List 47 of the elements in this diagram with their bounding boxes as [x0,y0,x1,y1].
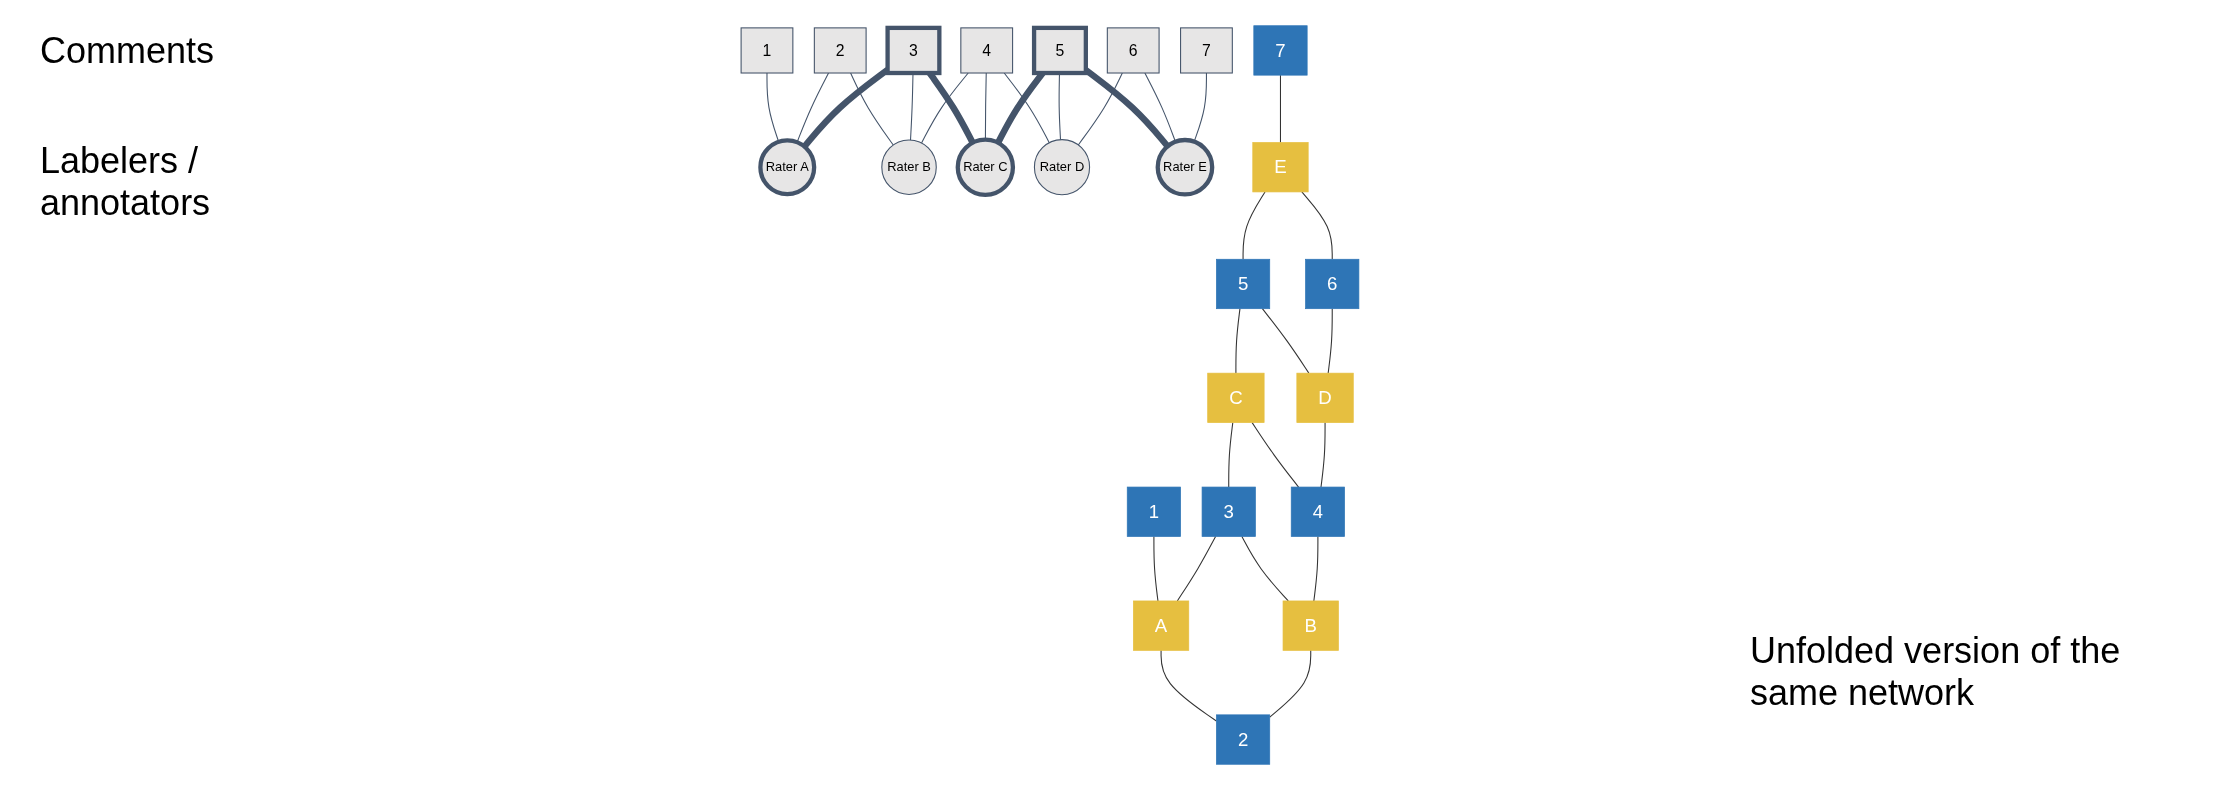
connector [1176,535,1217,602]
connector [1003,72,1050,144]
connector [1228,422,1234,488]
connector [1153,535,1159,602]
node-box: 3 [885,25,942,76]
node-box: 5 [1216,258,1271,310]
node-box: 6 [1106,27,1160,74]
node-box: 2 [813,27,867,74]
connector [1327,308,1333,374]
node-box: E [1252,142,1309,193]
node-box: A [1133,600,1190,651]
connector [1077,72,1123,146]
node-box: 1 [740,27,794,74]
caption: Unfolded version of the same network [1750,630,2122,714]
node-circle: Rater D [1033,139,1091,196]
connector [1160,649,1217,722]
connector [1242,191,1266,260]
node-circle: Rater A [758,138,817,197]
node-circle: Rater B [881,139,937,195]
node-box: 5 [1031,25,1088,76]
row-label: Comments [40,30,216,72]
connector [1269,649,1312,718]
connector [1301,191,1333,260]
node-box: D [1296,372,1354,423]
node-box: 6 [1305,258,1360,310]
node-circle: Rater C [955,137,1016,197]
connector [921,72,969,144]
node-box: 1 [1126,486,1181,537]
connector [1251,422,1300,488]
connector [796,72,830,143]
node-box: 7 [1253,25,1308,76]
node-box: 2 [1216,714,1271,765]
connector [1241,535,1289,602]
connector [1235,308,1241,374]
row-label: Labelers / annotators [40,140,212,224]
node-box: 4 [1290,486,1345,537]
connector [850,72,894,146]
node-circle: Rater E [1155,137,1215,197]
node-box: C [1207,372,1265,423]
node-box: B [1282,600,1339,651]
node-box: 3 [1201,486,1256,537]
connector [1279,74,1281,144]
connector [1261,308,1310,374]
node-box: 7 [1180,27,1233,74]
node-box: 4 [960,27,1014,74]
connector [1320,422,1326,488]
connector [1313,535,1319,602]
